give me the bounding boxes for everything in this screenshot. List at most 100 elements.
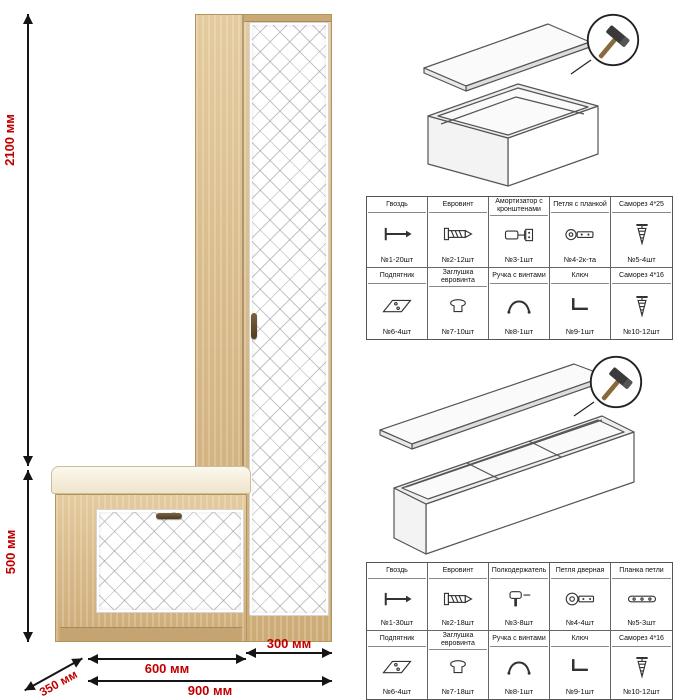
euroscrew-icon (440, 579, 476, 618)
hardware-cell: Заглушка евровинта №7-10шт (428, 268, 489, 339)
hardware-count: №7-18шт (441, 687, 475, 696)
bench-body (55, 494, 247, 642)
hardware-cell: Петля дверная №4-4шт (550, 563, 611, 631)
hardware-count: №3-8шт (504, 618, 534, 627)
shelf-holder-icon (501, 579, 537, 618)
hardware-count: №3-1шт (504, 255, 534, 264)
bench-seat (51, 466, 251, 494)
hardware-label: Заглушка евровинта (429, 631, 487, 650)
hardware-label: Ключ (551, 631, 609, 647)
hardware-cell: Заглушка евровинта №7-18шт (428, 631, 489, 699)
footpad-icon (379, 647, 415, 687)
hardware-cell: Евровинт №2-18шт (428, 563, 489, 631)
hardware-count: №4-2к-та (563, 255, 597, 264)
hardware-cell: Амортизатор с кронштенами №3-1шт (489, 197, 550, 268)
hardware-label: Саморез 4*16 (612, 631, 671, 647)
handle-icon (501, 284, 537, 327)
cap-icon (440, 650, 476, 687)
cap-icon (440, 287, 476, 327)
screw-icon (624, 213, 660, 255)
depth-label: 350 мм (36, 667, 80, 700)
hardware-cell: Гвоздь №1-30шт (367, 563, 428, 631)
hardware-count: №5-3шт (627, 618, 656, 627)
hardware-label: Подпятник (368, 268, 426, 284)
total-height-arrow (23, 14, 33, 466)
cabinet-width-label: 300 мм (266, 636, 312, 651)
hardware-count: №2-18шт (441, 618, 475, 627)
hardware-label: Евровинт (429, 563, 487, 579)
nail-icon (379, 213, 415, 255)
hardware-label: Гвоздь (368, 563, 426, 579)
total-width-arrow (88, 676, 332, 686)
euroscrew-icon (440, 213, 476, 255)
hardware-label: Ключ (551, 268, 609, 284)
hardware-label: Петля дверная (551, 563, 609, 579)
hardware-count: №2-12шт (441, 255, 475, 264)
footpad-icon (379, 284, 415, 327)
bench-width-label: 600 мм (144, 661, 190, 676)
hardware-label: Петля с планкой (551, 197, 609, 213)
hardware-cell: Евровинт №2-12шт (428, 197, 489, 268)
depth-dimension: 350 мм (24, 657, 93, 700)
hardware-label: Ручка с винтами (490, 631, 548, 647)
hinge-strip-icon (624, 579, 660, 618)
hardware-count: №8-1шт (504, 327, 534, 336)
total-width-label: 900 мм (187, 683, 233, 698)
hardware-count: №7-10шт (441, 327, 475, 336)
hardware-label: Евровинт (429, 197, 487, 213)
hardware-label: Саморез 4*25 (612, 197, 671, 213)
hardware-label: Гвоздь (368, 197, 426, 213)
hardware-count: №10-12шт (623, 687, 660, 696)
cabinet-width-arrow (246, 648, 332, 658)
shoe-bench (51, 466, 251, 642)
screw-icon (624, 647, 660, 687)
cabinet-hardware-table: Гвоздь №1-30шт Евровинт №2-18шт Полкодержа… (366, 562, 673, 700)
hardware-cell: Петля с планкой №4-2к-та (550, 197, 611, 268)
bench-hardware-table: Гвоздь №1-20шт Евровинт №2-12шт Амортизато… (366, 196, 673, 340)
hardware-cell: Подпятник №6-4шт (367, 631, 428, 699)
bench-flap (96, 509, 244, 613)
bench-assembly-illustration (423, 13, 640, 187)
hinge-plate-icon (562, 213, 598, 255)
hardware-cell: Саморез 4*16 №10-12шт (611, 268, 672, 339)
hardware-label: Подпятник (368, 631, 426, 647)
hardware-count: №8-1шт (504, 687, 534, 696)
total-height-label: 2100 мм (2, 114, 17, 166)
hardware-label: Заглушка евровинта (429, 268, 487, 287)
bench-height-arrow (23, 470, 33, 642)
hardware-cell: Ручка с винтами №8-1шт (489, 631, 550, 699)
bench-handle-icon (156, 513, 182, 519)
absorber-icon (501, 216, 537, 255)
bench-plinth (60, 627, 242, 641)
door-hinge-icon (562, 579, 598, 618)
hardware-label: Амортизатор с кронштенами (490, 197, 548, 216)
hardware-cell: Ключ №9-1шт (550, 268, 611, 339)
hammer-icon (589, 355, 643, 409)
key-icon (562, 647, 598, 687)
hardware-count: №1-20шт (380, 255, 414, 264)
hardware-label: Планка петли (612, 563, 671, 579)
hardware-cell: Подпятник №6-4шт (367, 268, 428, 339)
hardware-count: №9-1шт (565, 327, 595, 336)
hardware-count: №10-12шт (623, 327, 660, 336)
hardware-cell: Гвоздь №1-20шт (367, 197, 428, 268)
nail-icon (379, 579, 415, 618)
hardware-count: №4-4шт (565, 618, 595, 627)
hardware-cell: Планка петли №5-3шт (611, 563, 672, 631)
hardware-count: №9-1шт (565, 687, 595, 696)
hardware-cell: Ключ №9-1шт (550, 631, 611, 699)
bench-height-label: 500 мм (3, 529, 18, 575)
cabinet-assembly-illustration (379, 355, 643, 555)
screw-icon (624, 284, 660, 327)
hardware-count: №6-4шт (382, 687, 412, 696)
hardware-count: №6-4шт (382, 327, 412, 336)
hardware-label: Саморез 4*16 (612, 268, 671, 284)
cabinet-door-handle-icon (251, 313, 257, 339)
hardware-cell: Саморез 4*16 №10-12шт (611, 631, 672, 699)
hardware-count: №1-30шт (380, 618, 414, 627)
bench-width-arrow (88, 654, 246, 664)
